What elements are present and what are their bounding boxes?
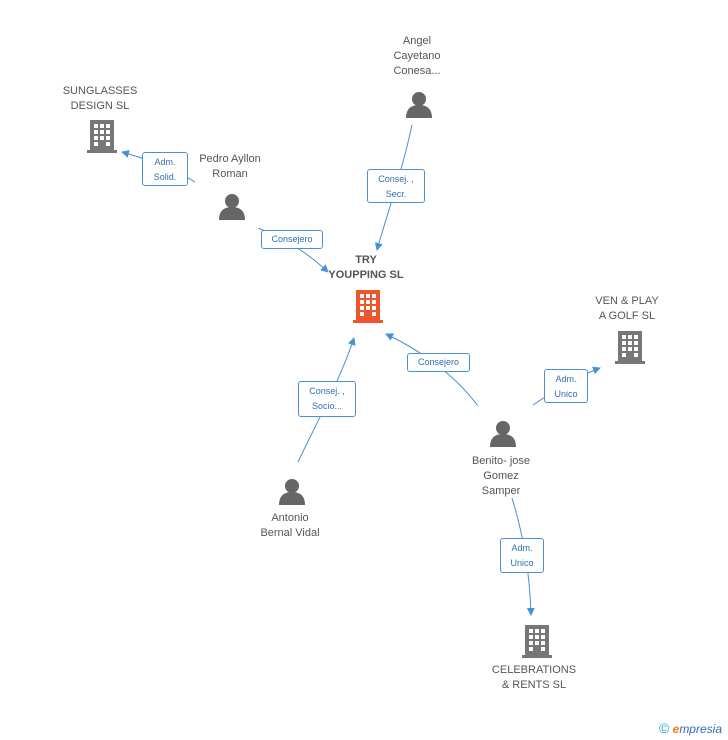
person-icon[interactable] [219,194,245,220]
brand-e: e [672,722,680,736]
person-icon[interactable] [490,421,516,447]
node-label-antonio-bernal[interactable]: Antonio Bernal Vidal [260,512,320,539]
building-icon[interactable] [522,625,552,658]
node-label-benito-jose[interactable]: Benito- jose Gomez Samper [471,455,531,497]
edge-label-benito-center[interactable]: Consejero [407,353,470,372]
person-icon[interactable] [406,92,432,118]
node-label-celebrations-rents[interactable]: CELEBRATIONS & RENTS SL [491,664,577,691]
brand-name: mpresia [679,722,722,736]
building-icon[interactable] [352,290,384,323]
node-label-pedro-ayllon[interactable]: Pedro Ayllon Roman [199,153,261,180]
node-label-try-youpping[interactable]: TRY YOUPPING SL [328,254,404,281]
brand-footer: © empresia [659,720,722,736]
edge-label-benito-venplay[interactable]: Adm. Unico [544,369,588,403]
node-label-sunglasses-design[interactable]: SUNGLASSES DESIGN SL [62,85,138,112]
copyright-icon: © [658,720,670,736]
edge-label-angel-center[interactable]: Consej. , Secr. [367,169,425,203]
node-label-angel-cayetano[interactable]: Angel Cayetano Conesa... [393,35,441,77]
person-icon[interactable] [279,479,305,505]
node-label-ven-play[interactable]: VEN & PLAY A GOLF SL [595,295,659,322]
building-icon[interactable] [615,331,645,364]
edge-label-pedro-sunglasses[interactable]: Adm. Solid. [142,152,188,186]
building-icon[interactable] [87,120,117,153]
edge-label-antonio-center[interactable]: Consej. , Socio... [298,381,356,417]
edge-label-pedro-center[interactable]: Consejero [261,230,323,249]
edge-label-benito-celebrations[interactable]: Adm. Unico [500,538,544,573]
